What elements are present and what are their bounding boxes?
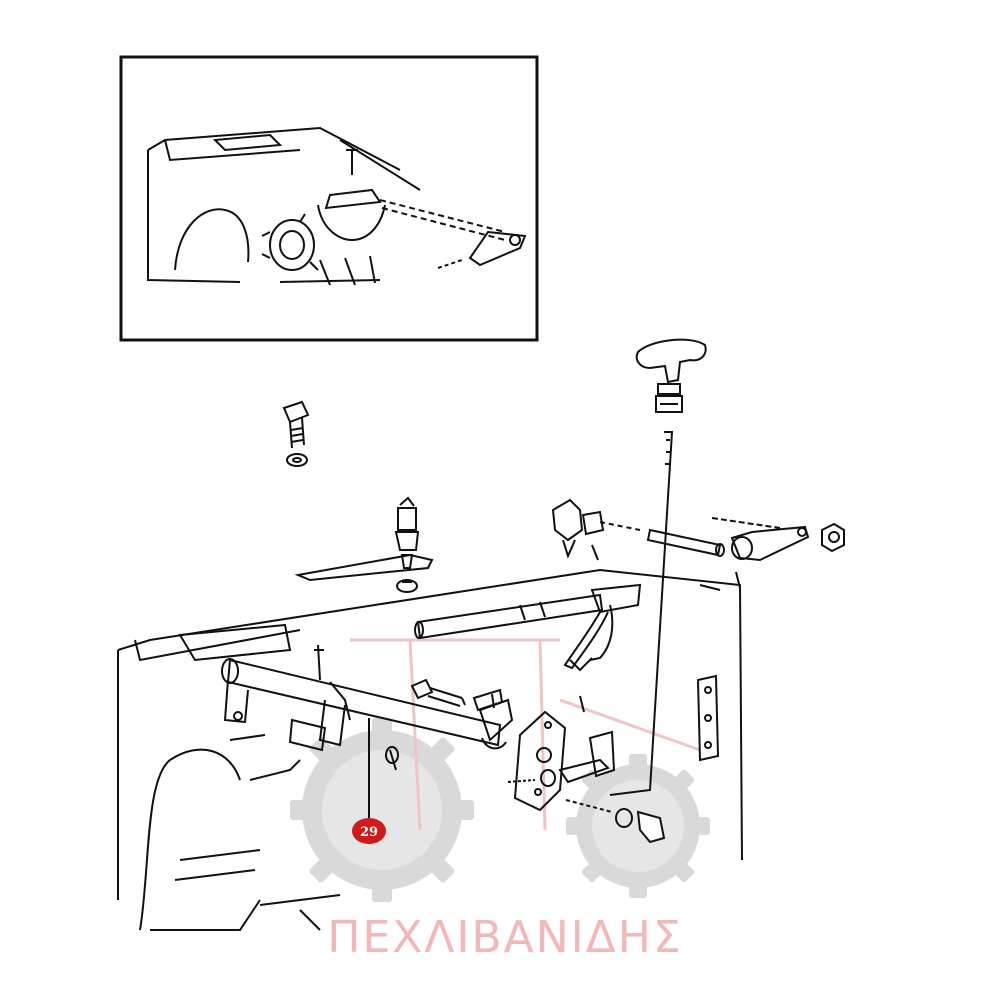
- washer-top: [286, 453, 308, 467]
- lever-arm: [730, 525, 810, 589]
- bolt-middle: [410, 678, 466, 707]
- slotted-plate: [696, 674, 720, 762]
- shift-shaft: [221, 644, 502, 752]
- selector-rail-upper: [414, 593, 604, 640]
- watermark-logo: [290, 638, 710, 902]
- cross-shaft: [646, 517, 781, 557]
- watermark-rear-gear: [290, 718, 474, 902]
- watermark-text: ΠΕΧΛΙΒΑΝΙΔΗΣ: [327, 912, 682, 963]
- nut-right: [821, 522, 845, 553]
- bolt-lower: [565, 799, 666, 844]
- inset-detail: [119, 55, 539, 342]
- main-assembly: [117, 338, 845, 931]
- transmission-housing: [117, 568, 743, 931]
- inset-frame: [119, 55, 539, 342]
- interlock-plate: [294, 553, 434, 593]
- selector-fork-upper: [563, 583, 642, 672]
- watermark-front-gear: [566, 754, 710, 898]
- watermark-tractor-outline: [350, 638, 701, 831]
- lower-lever: [507, 730, 616, 787]
- small-bracket: [472, 688, 504, 712]
- t-handle: [635, 338, 707, 413]
- cover-plate: [513, 710, 567, 812]
- shift-bracket: [551, 498, 641, 561]
- pins: [385, 695, 585, 771]
- bolt-top: [282, 400, 310, 449]
- callout-29-badge: [352, 818, 386, 844]
- control-rod: [609, 431, 674, 796]
- callout-29: 29: [352, 718, 386, 844]
- callout-29-label: 29: [360, 825, 378, 840]
